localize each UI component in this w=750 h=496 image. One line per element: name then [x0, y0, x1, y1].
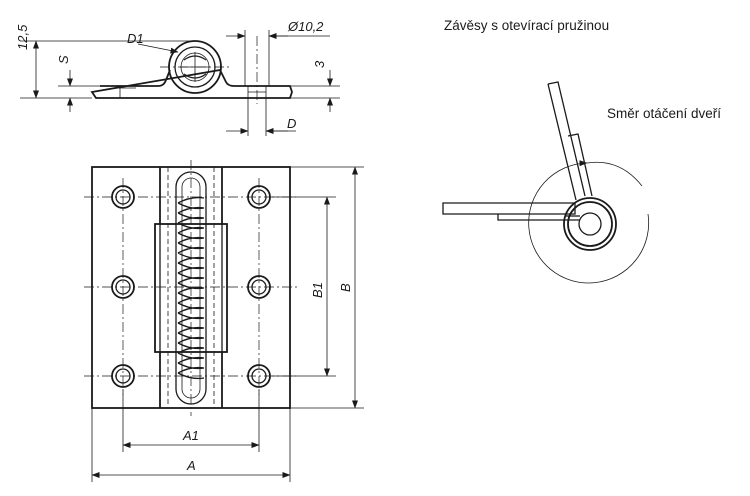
dim-b1-label: B1: [310, 282, 325, 298]
side-view: [20, 30, 340, 136]
rotation-caption: Směr otáčení dveří: [607, 106, 721, 121]
screw-hole: [247, 185, 271, 209]
screw-hole: [111, 275, 135, 299]
dim-d-label: D: [287, 116, 296, 131]
screw-hole: [111, 364, 135, 388]
screw-hole: [247, 275, 271, 299]
dim-b-label: B: [338, 283, 353, 292]
rotation-diagram: [442, 81, 650, 284]
screw-hole: [111, 185, 135, 209]
dim-a-label: A: [186, 458, 196, 473]
title-caption: Závěsy s otevírací pružinou: [444, 18, 609, 33]
dim-3-label: 3: [312, 60, 327, 68]
dim-12-5-label: 12,5: [15, 24, 30, 50]
dim-a1-label: A1: [182, 428, 199, 443]
front-view: [84, 160, 364, 482]
screw-hole: [247, 364, 271, 388]
dim-d1-label: D1: [127, 31, 144, 46]
dim-d10-2-label: Ø10,2: [287, 19, 324, 34]
dim-s-label: S: [56, 55, 71, 64]
